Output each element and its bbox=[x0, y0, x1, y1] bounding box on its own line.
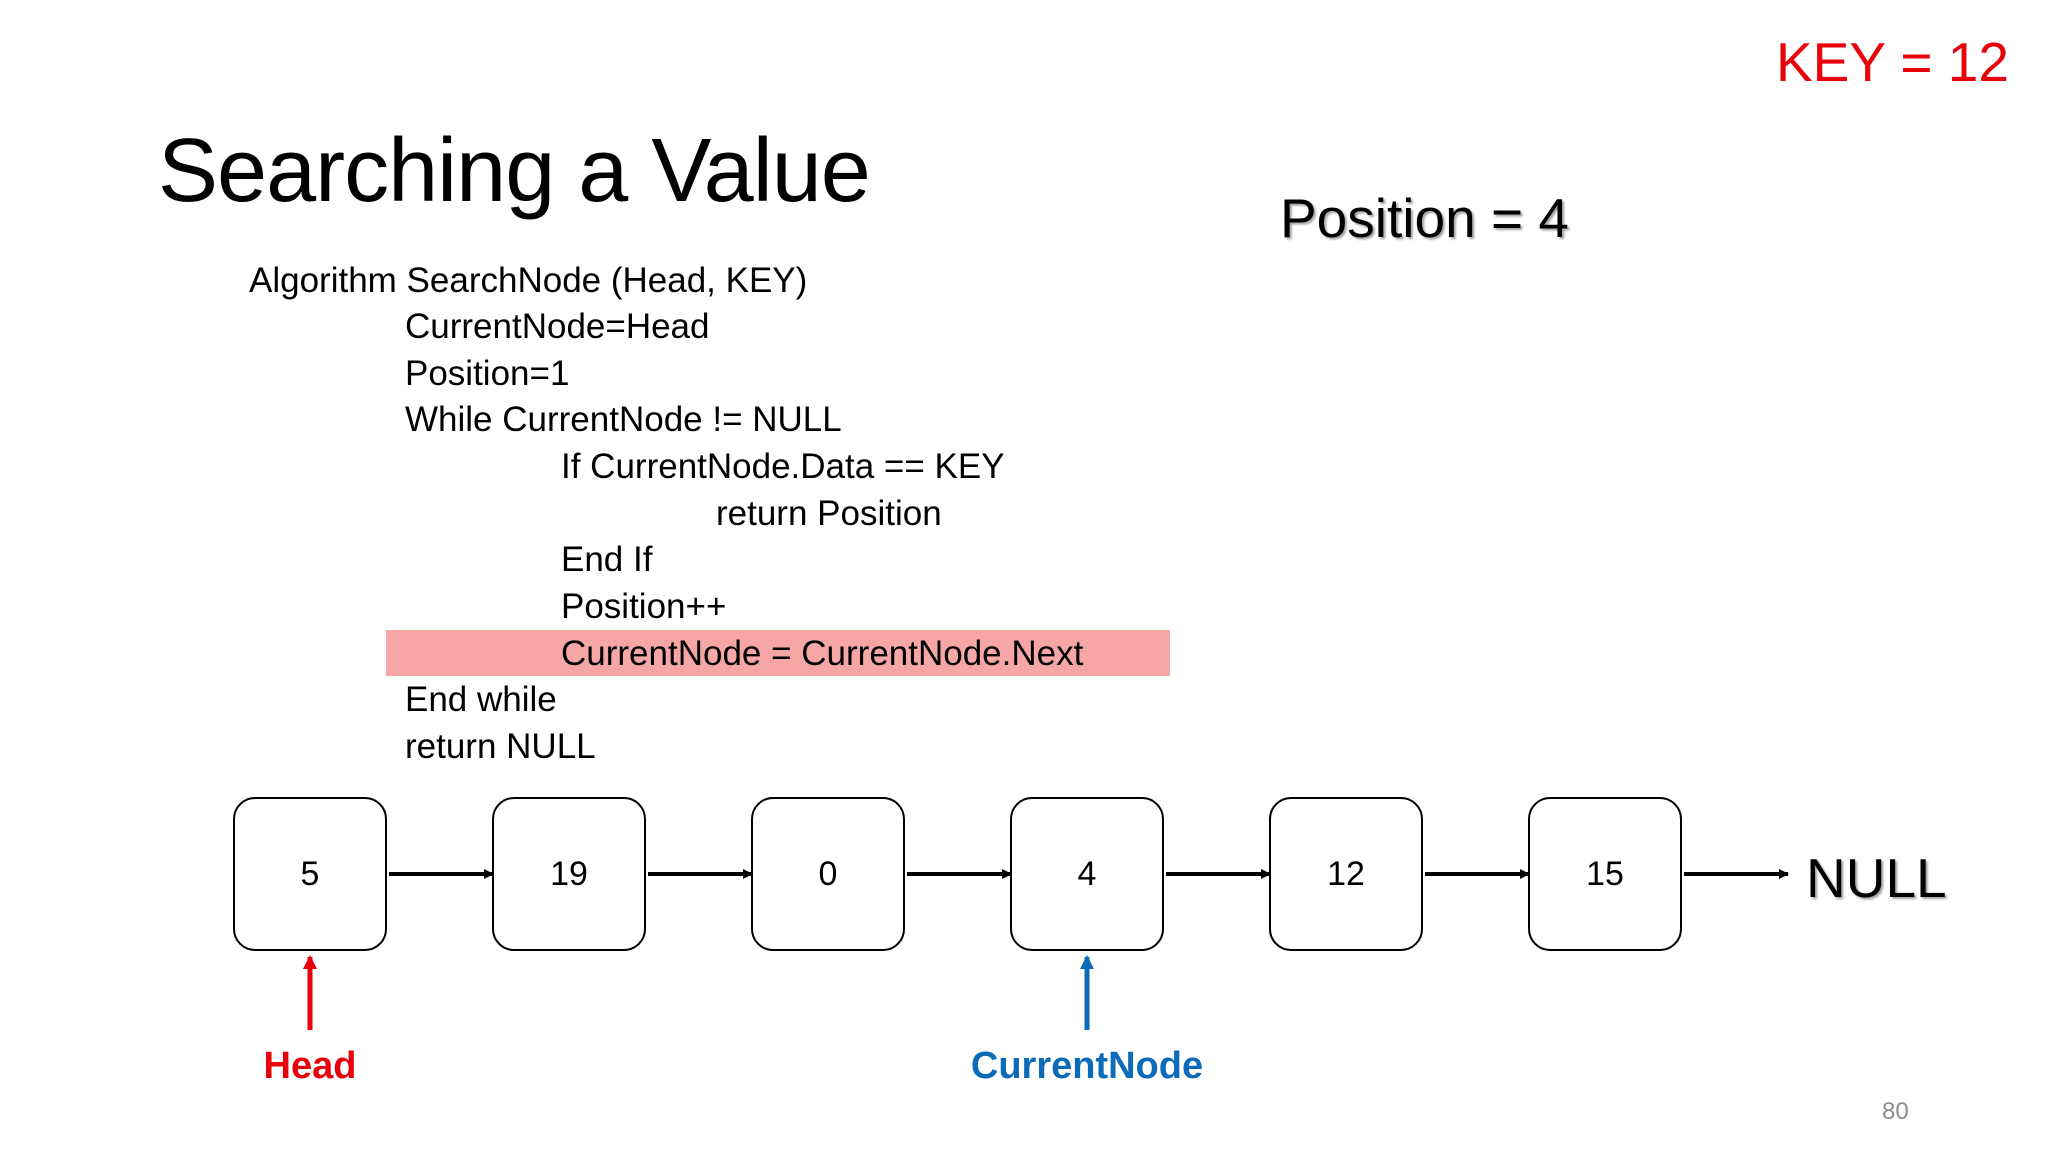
code-line-advance: CurrentNode = CurrentNode.Next bbox=[561, 634, 1084, 673]
null-label: NULL bbox=[1806, 847, 1947, 909]
code-line-end-while: End while bbox=[405, 680, 557, 719]
code-line-algorithm: Algorithm SearchNode (Head, KEY) bbox=[249, 261, 808, 300]
code-line-return-null: return NULL bbox=[405, 727, 596, 766]
code-line-while: While CurrentNode != NULL bbox=[405, 400, 842, 439]
code-line-if: If CurrentNode.Data == KEY bbox=[561, 447, 1005, 486]
slide-title: Searching a Value bbox=[158, 121, 871, 221]
code-highlight bbox=[386, 630, 1170, 676]
page-number: 80 bbox=[1882, 1098, 1909, 1125]
code-line-init-current: CurrentNode=Head bbox=[405, 307, 710, 346]
node-4: 12 bbox=[1269, 797, 1423, 951]
key-label: KEY = 12 bbox=[1776, 31, 2009, 93]
position-label: Position = 4 bbox=[1280, 187, 1569, 249]
code-line-increment: Position++ bbox=[561, 587, 727, 626]
head-label: Head bbox=[263, 1045, 357, 1087]
code-line-end-if: End If bbox=[561, 540, 653, 579]
code-line-init-position: Position=1 bbox=[405, 354, 570, 393]
code-line-return-position: return Position bbox=[716, 494, 942, 533]
current-node-label: CurrentNode bbox=[970, 1045, 1204, 1087]
node-1: 19 bbox=[492, 797, 646, 951]
node-0: 5 bbox=[233, 797, 387, 951]
node-3: 4 bbox=[1010, 797, 1164, 951]
node-2: 0 bbox=[751, 797, 905, 951]
node-5: 15 bbox=[1528, 797, 1682, 951]
